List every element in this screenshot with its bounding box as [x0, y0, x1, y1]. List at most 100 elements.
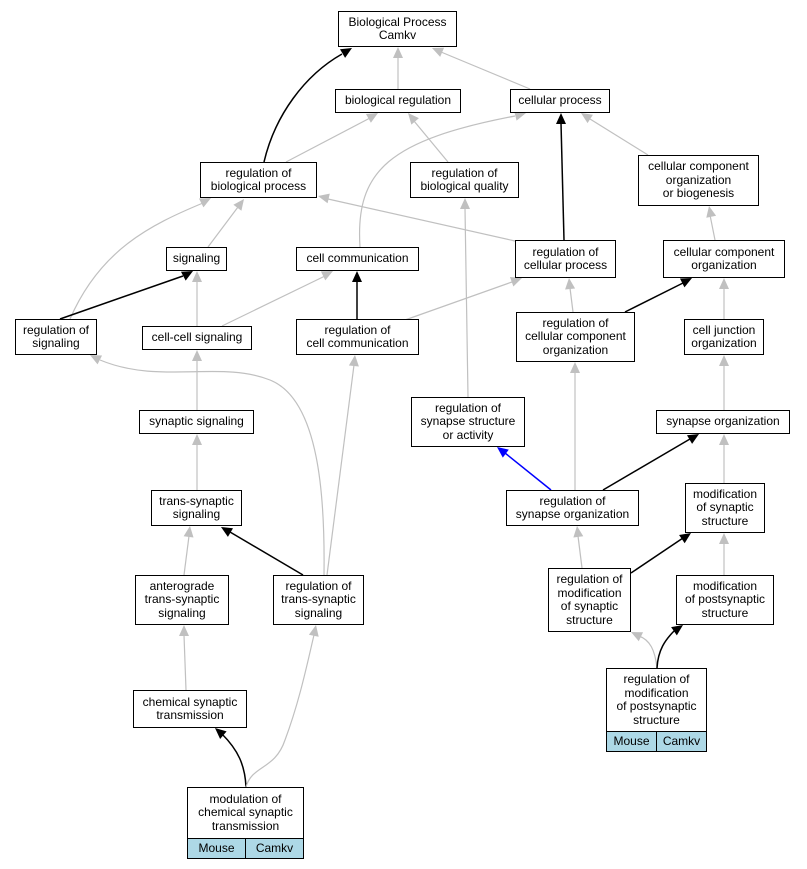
edge-anterograde-to-trans-synaptic	[183, 535, 190, 576]
edge-reg-mod-postsynaptic-to-reg-mod-synaptic	[638, 635, 658, 669]
node-cell-communication[interactable]: cell communication	[296, 247, 419, 271]
edge-reg-cell-communication-to-reg-cellular-process-arrowhead	[509, 277, 522, 287]
edge-reg-mod-synaptic-to-mod-synaptic-arrowhead	[679, 533, 691, 544]
node-cellular-component-organization-or-biogenesis[interactable]: cellular component organization or bioge…	[638, 155, 759, 206]
node-regulation-of-synapse-structure-or-activity[interactable]: regulation of synapse structure or activ…	[411, 397, 525, 447]
edge-reg-cellular-process-to-cellular-process-arrowhead	[556, 113, 566, 124]
edge-cell-junction-org-to-cell-comp-org-arrowhead	[719, 278, 729, 289]
edge-chem-syn-trans-to-anterograde-arrowhead	[179, 625, 189, 636]
edge-cell-cell-signaling-to-signaling-arrowhead	[192, 271, 202, 282]
node-modification-of-synaptic-structure[interactable]: modification of synaptic structure	[685, 483, 765, 533]
node-chemical-synaptic-transmission[interactable]: chemical synaptic transmission	[133, 690, 247, 728]
node-cell-junction-organization[interactable]: cell junction organization	[684, 319, 764, 355]
node-modification-of-postsynaptic-structure[interactable]: modification of postsynaptic structure	[676, 575, 774, 625]
edge-cellular-process-to-bp-arrowhead	[432, 47, 445, 57]
node-signaling[interactable]: signaling	[166, 247, 227, 271]
edge-reg-mod-synaptic-to-reg-synapse-org-arrowhead	[573, 526, 584, 538]
node-cellular-process[interactable]: cellular process	[510, 89, 610, 113]
node-biological-process[interactable]: Biological Process Camkv	[338, 11, 457, 47]
edge-reg-synapse-structure-to-bio-quality-arrowhead	[460, 198, 470, 209]
node-label: cellular process	[518, 93, 602, 108]
edge-signaling-to-reg-bio-process	[207, 206, 239, 248]
edge-modulation-to-chem-syn-trans-arrowhead	[215, 728, 227, 739]
tag-organism[interactable]: Mouse	[607, 732, 656, 751]
edge-reg-trans-synaptic-to-reg-cell-communication	[326, 364, 355, 576]
node-label: modification of postsynaptic structure	[684, 578, 766, 620]
edge-reg-cellular-process-to-cellular-process	[560, 122, 565, 241]
node-regulation-of-signaling[interactable]: regulation of signaling	[15, 319, 97, 355]
edge-reg-synapse-structure-to-bio-quality	[464, 207, 469, 398]
node-label: regulation of modification of synaptic s…	[556, 572, 623, 627]
edge-reg-cell-comp-org-to-reg-cellular-process-arrowhead	[565, 278, 576, 290]
node-label: chemical synaptic transmission	[142, 694, 238, 722]
node-regulation-of-trans-synaptic-signaling[interactable]: regulation of trans-synaptic signaling	[273, 575, 364, 625]
node-regulation-of-biological-quality[interactable]: regulation of biological quality	[410, 162, 519, 198]
node-label: cellular component organization	[673, 244, 775, 272]
edge-reg-bio-quality-to-bio-regulation	[413, 120, 449, 163]
edge-cell-comp-org-to-biogenesis-arrowhead	[706, 206, 717, 218]
node-label: regulation of cellular component organiz…	[525, 315, 626, 357]
edge-reg-signaling-to-reg-bio-process	[69, 202, 204, 320]
edge-cell-cell-signaling-to-cell-communication	[221, 275, 326, 327]
edge-reg-bio-process-to-bio-regulation-arrowhead	[365, 113, 378, 123]
edge-synaptic-signaling-to-cell-cell-signaling-arrowhead	[192, 350, 202, 361]
annotation-tags: Mouse Camkv	[188, 838, 303, 858]
edge-trans-synaptic-to-synaptic-signaling-arrowhead	[192, 434, 202, 445]
edge-reg-bio-quality-to-bio-regulation-arrowhead	[408, 113, 419, 125]
tag-gene[interactable]: Camkv	[656, 732, 706, 751]
edge-reg-cell-communication-to-reg-cellular-process	[404, 281, 513, 321]
node-modulation-of-chemical-synaptic-transmission[interactable]: modulation of chemical synaptic transmis…	[187, 787, 304, 859]
node-regulation-of-cellular-component-organization[interactable]: regulation of cellular component organiz…	[516, 312, 635, 362]
edge-reg-mod-synaptic-to-reg-synapse-org	[577, 535, 583, 569]
edge-chem-syn-trans-to-anterograde	[183, 634, 187, 691]
node-label: anterograde trans-synaptic signaling	[144, 578, 220, 620]
edge-modulation-to-reg-trans-synaptic-arrowhead	[308, 625, 319, 637]
edge-reg-synapse-org-to-synapse-org-arrowhead	[686, 434, 699, 444]
node-label: regulation of modification of postsynapt…	[616, 672, 697, 727]
edge-reg-synapse-org-to-synapse-org	[602, 438, 691, 491]
edge-cell-comp-org-to-biogenesis	[709, 214, 716, 241]
edge-anterograde-to-trans-synaptic-arrowhead	[183, 526, 194, 538]
node-cellular-component-organization[interactable]: cellular component organization	[663, 240, 785, 278]
node-trans-synaptic-signaling[interactable]: trans-synaptic signaling	[151, 490, 242, 526]
tag-gene[interactable]: Camkv	[245, 839, 303, 858]
edge-reg-mod-synaptic-to-mod-synaptic	[630, 537, 684, 574]
node-regulation-of-cell-communication[interactable]: regulation of cell communication	[296, 319, 419, 355]
edge-mod-postsynaptic-to-mod-synaptic-arrowhead	[719, 533, 729, 544]
edge-reg-trans-synaptic-to-trans-synaptic	[229, 531, 304, 576]
edge-reg-mod-postsynaptic-to-mod-postsynaptic-arrowhead	[671, 625, 683, 636]
edge-reg-trans-synaptic-to-reg-signaling	[99, 359, 325, 576]
node-synapse-organization[interactable]: synapse organization	[656, 410, 790, 434]
node-regulation-of-modification-of-postsynaptic-structure[interactable]: regulation of modification of postsynapt…	[606, 668, 707, 752]
edge-reg-cellular-process-to-reg-bio-process-arrowhead	[318, 193, 330, 204]
edge-cell-comp-org-biogen-to-cellular-process	[589, 118, 649, 156]
node-label: cell communication	[306, 251, 409, 266]
edge-reg-cell-comp-org-to-cell-comp-org-arrowhead	[679, 278, 692, 288]
node-regulation-of-synapse-organization[interactable]: regulation of synapse organization	[506, 490, 639, 526]
tag-organism[interactable]: Mouse	[188, 839, 245, 858]
edge-reg-trans-synaptic-to-reg-cell-communication-arrowhead	[348, 355, 359, 367]
node-regulation-of-biological-process[interactable]: regulation of biological process	[200, 162, 317, 198]
node-label: regulation of signaling	[22, 322, 90, 350]
edge-biological-regulation-to-bp-arrowhead	[393, 47, 403, 58]
edge-reg-signaling-to-signaling-arrowhead	[180, 271, 193, 281]
edge-reg-cell-communication-to-cell-communication-arrowhead	[352, 271, 362, 282]
node-anterograde-trans-synaptic-signaling[interactable]: anterograde trans-synaptic signaling	[135, 575, 229, 625]
node-label: regulation of biological process	[210, 165, 307, 193]
node-biological-regulation[interactable]: biological regulation	[335, 89, 461, 113]
node-cell-cell-signaling[interactable]: cell-cell signaling	[142, 326, 252, 350]
node-label: modulation of chemical synaptic transmis…	[198, 791, 293, 833]
edge-reg-cell-comp-org-to-cell-comp-org	[624, 282, 684, 313]
node-label: trans-synaptic signaling	[159, 493, 234, 521]
node-synaptic-signaling[interactable]: synaptic signaling	[139, 410, 254, 434]
node-label: regulation of synapse structure or activ…	[420, 400, 516, 442]
edge-reg-signaling-to-signaling	[59, 275, 184, 320]
node-label: signaling	[172, 251, 221, 266]
edge-cell-communication-to-cellular-process-arrowhead	[514, 110, 526, 121]
edge-cellular-process-to-bp	[440, 51, 531, 90]
node-regulation-of-modification-of-synaptic-structure[interactable]: regulation of modification of synaptic s…	[548, 568, 631, 632]
edge-reg-mod-postsynaptic-to-mod-postsynaptic	[656, 629, 676, 669]
node-label: regulation of cellular process	[523, 244, 608, 272]
node-regulation-of-cellular-process[interactable]: regulation of cellular process	[515, 240, 616, 278]
